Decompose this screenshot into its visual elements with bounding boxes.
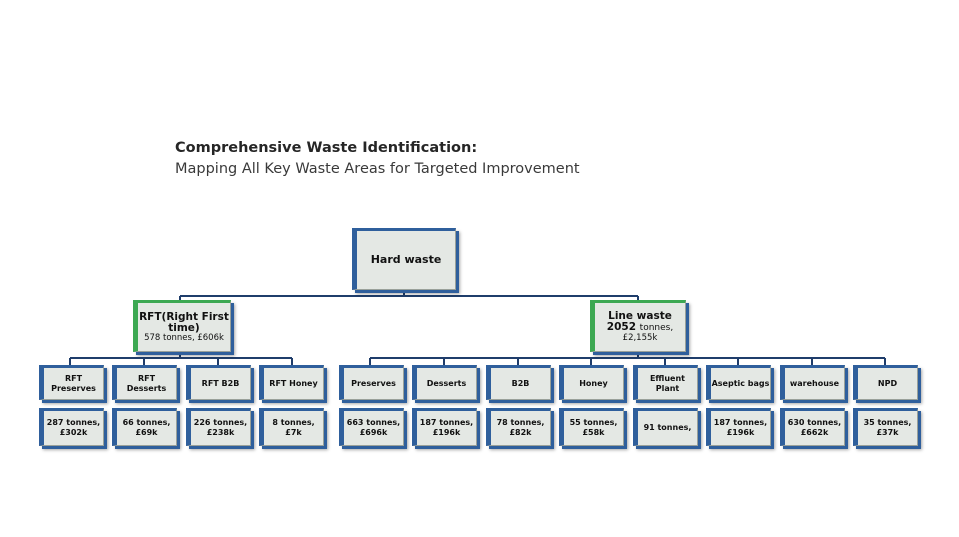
node-hard-waste: Hard waste [352, 228, 456, 290]
node-desserts: Desserts [412, 365, 477, 400]
node-label: NPD [877, 378, 898, 388]
detail-text: 663 tonnes, £696k [346, 418, 401, 437]
node-rft-label: RFT(Right First time) [139, 310, 229, 334]
detail-honey: 55 tonnes, £58k [559, 408, 624, 446]
node-label: Preserves [351, 378, 396, 388]
node-npd: NPD [853, 365, 918, 400]
node-line-waste: Line waste 2052 tonnes, £2,155k [590, 300, 686, 352]
detail-text: 187 tonnes, £196k [419, 418, 474, 437]
node-preserves: Preserves [339, 365, 404, 400]
node-aseptic-bags: Aseptic bags [706, 365, 771, 400]
detail-rft-desserts: 66 tonnes, £69k [112, 408, 177, 446]
detail-rft-b2b: 226 tonnes, £238k [186, 408, 251, 446]
slide-title: Comprehensive Waste Identification: [175, 140, 478, 156]
detail-text: 630 tonnes, £662k [787, 418, 842, 437]
node-rft-honey: RFT Honey [259, 365, 324, 400]
node-line-waste-cost: £2,155k [622, 333, 658, 343]
node-label: warehouse [789, 378, 840, 388]
slide-heading: Comprehensive Waste Identification: Mapp… [175, 138, 580, 180]
node-hard-waste-label: Hard waste [370, 253, 442, 266]
detail-text: 91 tonnes, [643, 423, 692, 432]
node-label: RFT Preserves [51, 373, 96, 393]
detail-text: 78 tonnes, £82k [496, 418, 545, 437]
detail-text: 187 tonnes, £196k [713, 418, 768, 437]
node-label: RFT Desserts [126, 373, 167, 393]
node-rft-desserts: RFT Desserts [112, 365, 177, 400]
detail-desserts: 187 tonnes, £196k [412, 408, 477, 446]
detail-npd: 35 tonnes, £37k [853, 408, 918, 446]
detail-warehouse: 630 tonnes, £662k [780, 408, 845, 446]
node-label: RFT B2B [201, 378, 240, 388]
detail-text: 35 tonnes, £37k [863, 418, 912, 437]
node-warehouse: warehouse [780, 365, 845, 400]
detail-text: 287 tonnes, £302k [46, 418, 101, 437]
node-label: B2B [511, 378, 530, 388]
detail-text: 226 tonnes, £238k [193, 418, 248, 437]
node-line-waste-unit: tonnes, [639, 323, 674, 333]
detail-rft-honey: 8 tonnes, £7k [259, 408, 324, 446]
node-effluent-plant: Effluent Plant [633, 365, 698, 400]
detail-text: 55 tonnes, £58k [569, 418, 618, 437]
node-line-waste-value: 2052 [606, 321, 637, 333]
node-label: Effluent Plant [649, 373, 686, 393]
node-honey: Honey [559, 365, 624, 400]
detail-preserves: 663 tonnes, £696k [339, 408, 404, 446]
detail-aseptic-bags: 187 tonnes, £196k [706, 408, 771, 446]
slide-subtitle: Mapping All Key Waste Areas for Targeted… [175, 161, 580, 177]
detail-text: 8 tonnes, £7k [272, 418, 315, 437]
node-label: Desserts [426, 378, 467, 388]
node-rft-preserves: RFT Preserves [39, 365, 104, 400]
node-rft-detail: 578 tonnes, £606k [144, 332, 224, 343]
node-label: Aseptic bags [711, 378, 770, 388]
detail-text: 66 tonnes, £69k [122, 418, 171, 437]
detail-rft-preserves: 287 tonnes, £302k [39, 408, 104, 446]
node-rft: RFT(Right First time) 578 tonnes, £606k [133, 300, 231, 352]
detail-b2b: 78 tonnes, £82k [486, 408, 551, 446]
node-label: RFT Honey [269, 378, 318, 388]
node-rft-b2b: RFT B2B [186, 365, 251, 400]
node-label: Honey [579, 378, 608, 388]
detail-effluent-plant: 91 tonnes, [633, 408, 698, 446]
node-b2b: B2B [486, 365, 551, 400]
node-line-waste-label: Line waste [608, 310, 672, 322]
